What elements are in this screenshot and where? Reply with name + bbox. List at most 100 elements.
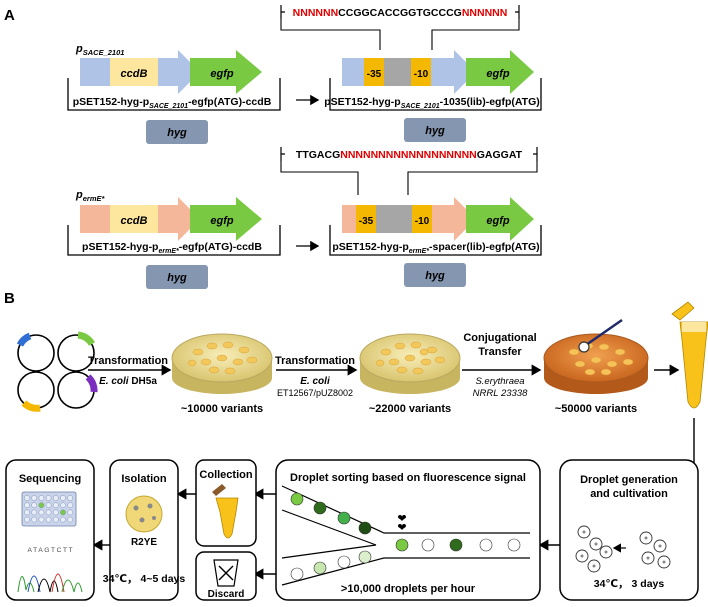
plate-well bbox=[38, 516, 45, 523]
seq-bottom-n: NNNNNNNNNNNNNNNNNN bbox=[340, 149, 477, 161]
egfp-arrow bbox=[190, 50, 262, 94]
svg-text:ccdB: ccdB bbox=[121, 68, 148, 80]
svg-text:pSET152-hyg-pSACE_2101-egfp(AT: pSET152-hyg-pSACE_2101-egfp(ATG)-ccdB bbox=[73, 96, 272, 110]
svg-text:and cultivation: and cultivation bbox=[590, 488, 668, 500]
isolation-box: Isolation R2YE 34℃， 4~5 days bbox=[103, 459, 186, 601]
construct-erme-ccdb: permE* ccdB egfp pSET152-hyg-permE*-egfp… bbox=[67, 189, 281, 289]
svg-text:A T A G T C T T: A T A G T C T T bbox=[27, 547, 72, 554]
plate-well bbox=[67, 516, 73, 523]
svg-text:egfp: egfp bbox=[210, 68, 234, 80]
svg-text:hyg: hyg bbox=[167, 272, 187, 284]
conjugational-label: Conjugational bbox=[463, 332, 536, 344]
strain-label-2: NRRL 23338 bbox=[473, 388, 528, 399]
variants1-label: ~10000 variants bbox=[181, 403, 263, 415]
svg-text:egfp: egfp bbox=[486, 68, 510, 80]
plate-well bbox=[53, 509, 59, 516]
svg-text:Sequencing: Sequencing bbox=[19, 473, 81, 485]
svg-text:TTGACGNNNNNNNNNNNNNNNNNNGAGGAT: TTGACGNNNNNNNNNNNNNNNNNNGAGGAT bbox=[296, 149, 523, 161]
petri-dish-2 bbox=[359, 333, 461, 394]
svg-text:>10,000 droplets per hour: >10,000 droplets per hour bbox=[341, 583, 476, 595]
transfer-label: Transfer bbox=[478, 346, 522, 358]
collection-tube-icon bbox=[215, 497, 239, 539]
svg-text:egfp: egfp bbox=[486, 215, 510, 227]
strain-label-1: S.erythraea bbox=[475, 376, 524, 387]
panel-b-label: B bbox=[4, 290, 15, 307]
svg-text:-35: -35 bbox=[359, 216, 374, 227]
plate-well bbox=[31, 509, 38, 516]
tube-icon bbox=[671, 301, 708, 409]
hyg-box bbox=[146, 120, 208, 144]
petri-dish-3 bbox=[543, 318, 649, 394]
plasmid4-label: pSET152-hyg-p bbox=[332, 241, 408, 253]
plate-well bbox=[60, 509, 66, 516]
construct-erme-lib: -35 -10 egfp pSET152-hyg-permE*-spacer(l… bbox=[329, 197, 542, 287]
svg-text:egfp: egfp bbox=[210, 215, 234, 227]
plate-well bbox=[53, 495, 59, 501]
sequencing-box: Sequencing A T A G T C T T bbox=[5, 459, 95, 601]
svg-text:R2YE: R2YE bbox=[131, 537, 157, 548]
plate-well bbox=[38, 495, 45, 501]
svg-text:pSET152-hyg-permE*-egfp(ATG)-c: pSET152-hyg-permE*-egfp(ATG)-ccdB bbox=[82, 241, 262, 255]
seq-top-n-left: NNNNNN bbox=[293, 7, 339, 19]
plate-well bbox=[53, 516, 59, 523]
ecoli1-label: E. coli DH5a bbox=[99, 376, 157, 387]
svg-text:hyg: hyg bbox=[425, 125, 445, 137]
discard-box: Discard bbox=[195, 551, 257, 601]
plate-well bbox=[45, 509, 52, 516]
ccdb-box bbox=[110, 58, 158, 86]
plate-well bbox=[60, 495, 66, 501]
svg-text:34℃， 4~5 days: 34℃， 4~5 days bbox=[103, 573, 186, 585]
plate-well bbox=[67, 495, 73, 501]
svg-text:-35: -35 bbox=[367, 69, 382, 80]
svg-text:-10: -10 bbox=[414, 69, 429, 80]
svg-text:hyg: hyg bbox=[167, 127, 187, 139]
plate-well bbox=[24, 516, 30, 523]
seq-top-core: CCGGCACCGGTGCCCG bbox=[338, 7, 462, 19]
seq-top-n-right: NNNNNN bbox=[462, 7, 508, 19]
chromatogram-icon bbox=[17, 573, 83, 593]
svg-text:34℃， 3 days: 34℃， 3 days bbox=[594, 578, 665, 590]
transformation2-label: Transformation bbox=[275, 355, 355, 367]
plasmid2-label: pSET152-hyg-p bbox=[324, 96, 400, 108]
seq-bottom-left: TTGACG bbox=[296, 149, 340, 161]
droplet-generation-box: Droplet generation and cultivation 34℃， … bbox=[559, 459, 699, 601]
svg-text:NNNNNNCCGGCACCGGTGCCCGNNNNNN: NNNNNNCCGGCACCGGTGCCCGNNNNNN bbox=[293, 7, 508, 19]
ecoli2-strain-label: ET12567/pUZ8002 bbox=[277, 388, 353, 398]
plate-well bbox=[45, 516, 52, 523]
plate-well bbox=[31, 516, 38, 523]
plate-well bbox=[31, 495, 38, 501]
seq-bottom-right: GAGGAT bbox=[477, 149, 523, 161]
svg-text:Discard: Discard bbox=[208, 589, 245, 600]
svg-text:Droplet sorting based on fluor: Droplet sorting based on fluorescence si… bbox=[290, 472, 526, 484]
variants3-label: ~50000 variants bbox=[555, 403, 637, 415]
seq-callout-bottom: TTGACGNNNNNNNNNNNNNNNNNNGAGGAT bbox=[280, 147, 538, 195]
plate-well bbox=[45, 502, 52, 509]
svg-text:Droplet generation: Droplet generation bbox=[580, 474, 678, 486]
svg-text:Isolation: Isolation bbox=[121, 473, 167, 485]
plate-well bbox=[53, 502, 59, 509]
plate-well bbox=[67, 502, 73, 509]
panel-a-label: A bbox=[4, 7, 15, 24]
plate-well bbox=[38, 502, 45, 509]
transformation1-label: Transformation bbox=[88, 355, 168, 367]
collection-box: Collection bbox=[195, 459, 257, 547]
plate-well bbox=[45, 495, 52, 501]
variants2-label: ~22000 variants bbox=[369, 403, 451, 415]
svg-text:pSACE_2101: pSACE_2101 bbox=[75, 43, 124, 57]
plasmid3-label: pSET152-hyg-p bbox=[82, 241, 158, 253]
electrode-icon: ❤ bbox=[397, 513, 406, 525]
plate-well bbox=[38, 509, 45, 516]
promoter-sace-label: p bbox=[75, 43, 83, 55]
promoter-erme-label: p bbox=[75, 189, 83, 201]
droplet-sorting-box: Droplet sorting based on fluorescence si… bbox=[275, 459, 541, 601]
plate-well bbox=[60, 516, 66, 523]
svg-text:ccdB: ccdB bbox=[121, 215, 148, 227]
svg-text:❤: ❤ bbox=[397, 522, 406, 534]
plate-well bbox=[67, 509, 73, 516]
plate-well bbox=[24, 495, 30, 501]
petri-dish-1 bbox=[171, 333, 273, 394]
seq-callout-top: NNNNNNCCGGCACCGGTGCCCGNNNNNN bbox=[280, 5, 520, 50]
svg-text:permE*: permE* bbox=[75, 189, 105, 203]
construct-sace-ccdb: pSACE_2101 ccdB egfp pSET152-hyg-pSACE_2… bbox=[67, 43, 281, 144]
construct-sace-lib: -35 -10 egfp pSET152-hyg-pSACE_2101-1035… bbox=[324, 50, 542, 142]
